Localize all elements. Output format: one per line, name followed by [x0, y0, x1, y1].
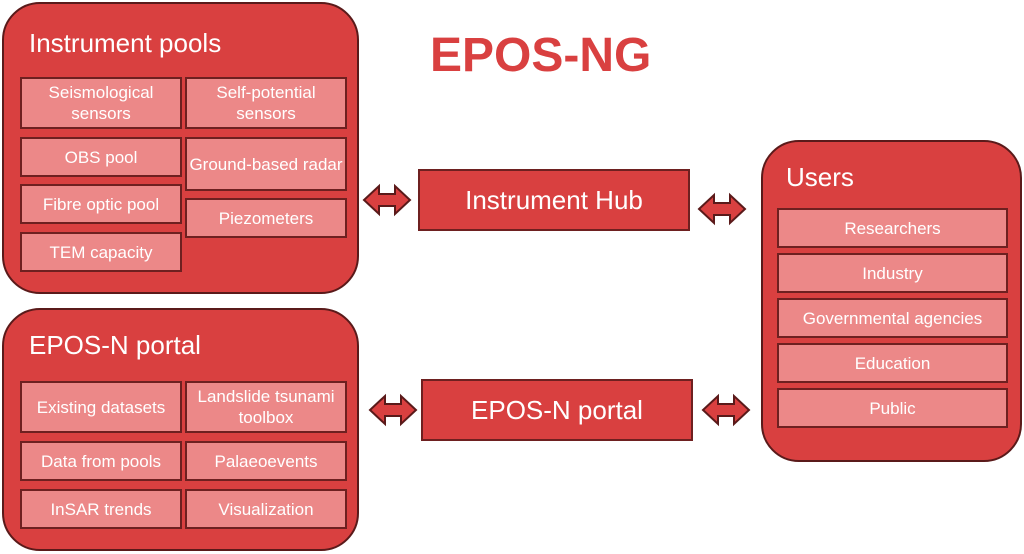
- portal-item-palaeoevents: Palaeoevents: [185, 441, 347, 481]
- double-arrow-icon: [362, 183, 412, 217]
- users-panel: Users Researchers Industry Governmental …: [761, 140, 1022, 462]
- double-arrow-icon: [368, 393, 418, 427]
- instrument-pools-title: Instrument pools: [29, 28, 222, 58]
- double-arrow-icon: [697, 192, 747, 226]
- diagram-title: EPOS-NG: [430, 29, 652, 82]
- user-item-governmental-agencies: Governmental agencies: [777, 298, 1008, 338]
- pool-item-seismological-sensors: Seismological sensors: [20, 77, 182, 129]
- user-item-researchers: Researchers: [777, 208, 1008, 248]
- instrument-hub-box: Instrument Hub: [418, 169, 690, 231]
- epos-n-portal-hub-box: EPOS-N portal: [421, 379, 693, 441]
- portal-item-data-from-pools: Data from pools: [20, 441, 182, 481]
- portal-item-existing-datasets: Existing datasets: [20, 381, 182, 433]
- epos-n-portal-panel-title: EPOS-N portal: [29, 330, 201, 360]
- users-panel-title: Users: [786, 162, 854, 192]
- user-item-education: Education: [777, 343, 1008, 383]
- pool-item-self-potential-sensors: Self-potential sensors: [185, 77, 347, 129]
- pool-item-tem-capacity: TEM capacity: [20, 232, 182, 272]
- pool-item-piezometers: Piezometers: [185, 198, 347, 238]
- user-item-industry: Industry: [777, 253, 1008, 293]
- portal-item-visualization: Visualization: [185, 489, 347, 529]
- instrument-pools-panel: Instrument pools Seismological sensors O…: [2, 2, 359, 294]
- user-item-public: Public: [777, 388, 1008, 428]
- pool-item-fibre-optic-pool: Fibre optic pool: [20, 184, 182, 224]
- double-arrow-icon: [701, 393, 751, 427]
- epos-n-portal-panel: EPOS-N portal Existing datasets Data fro…: [2, 308, 359, 551]
- portal-item-landslide-tsunami-toolbox: Landslide tsunami toolbox: [185, 381, 347, 433]
- pool-item-ground-based-radar: Ground-based radar: [185, 137, 347, 191]
- portal-item-insar-trends: InSAR trends: [20, 489, 182, 529]
- pool-item-obs-pool: OBS pool: [20, 137, 182, 177]
